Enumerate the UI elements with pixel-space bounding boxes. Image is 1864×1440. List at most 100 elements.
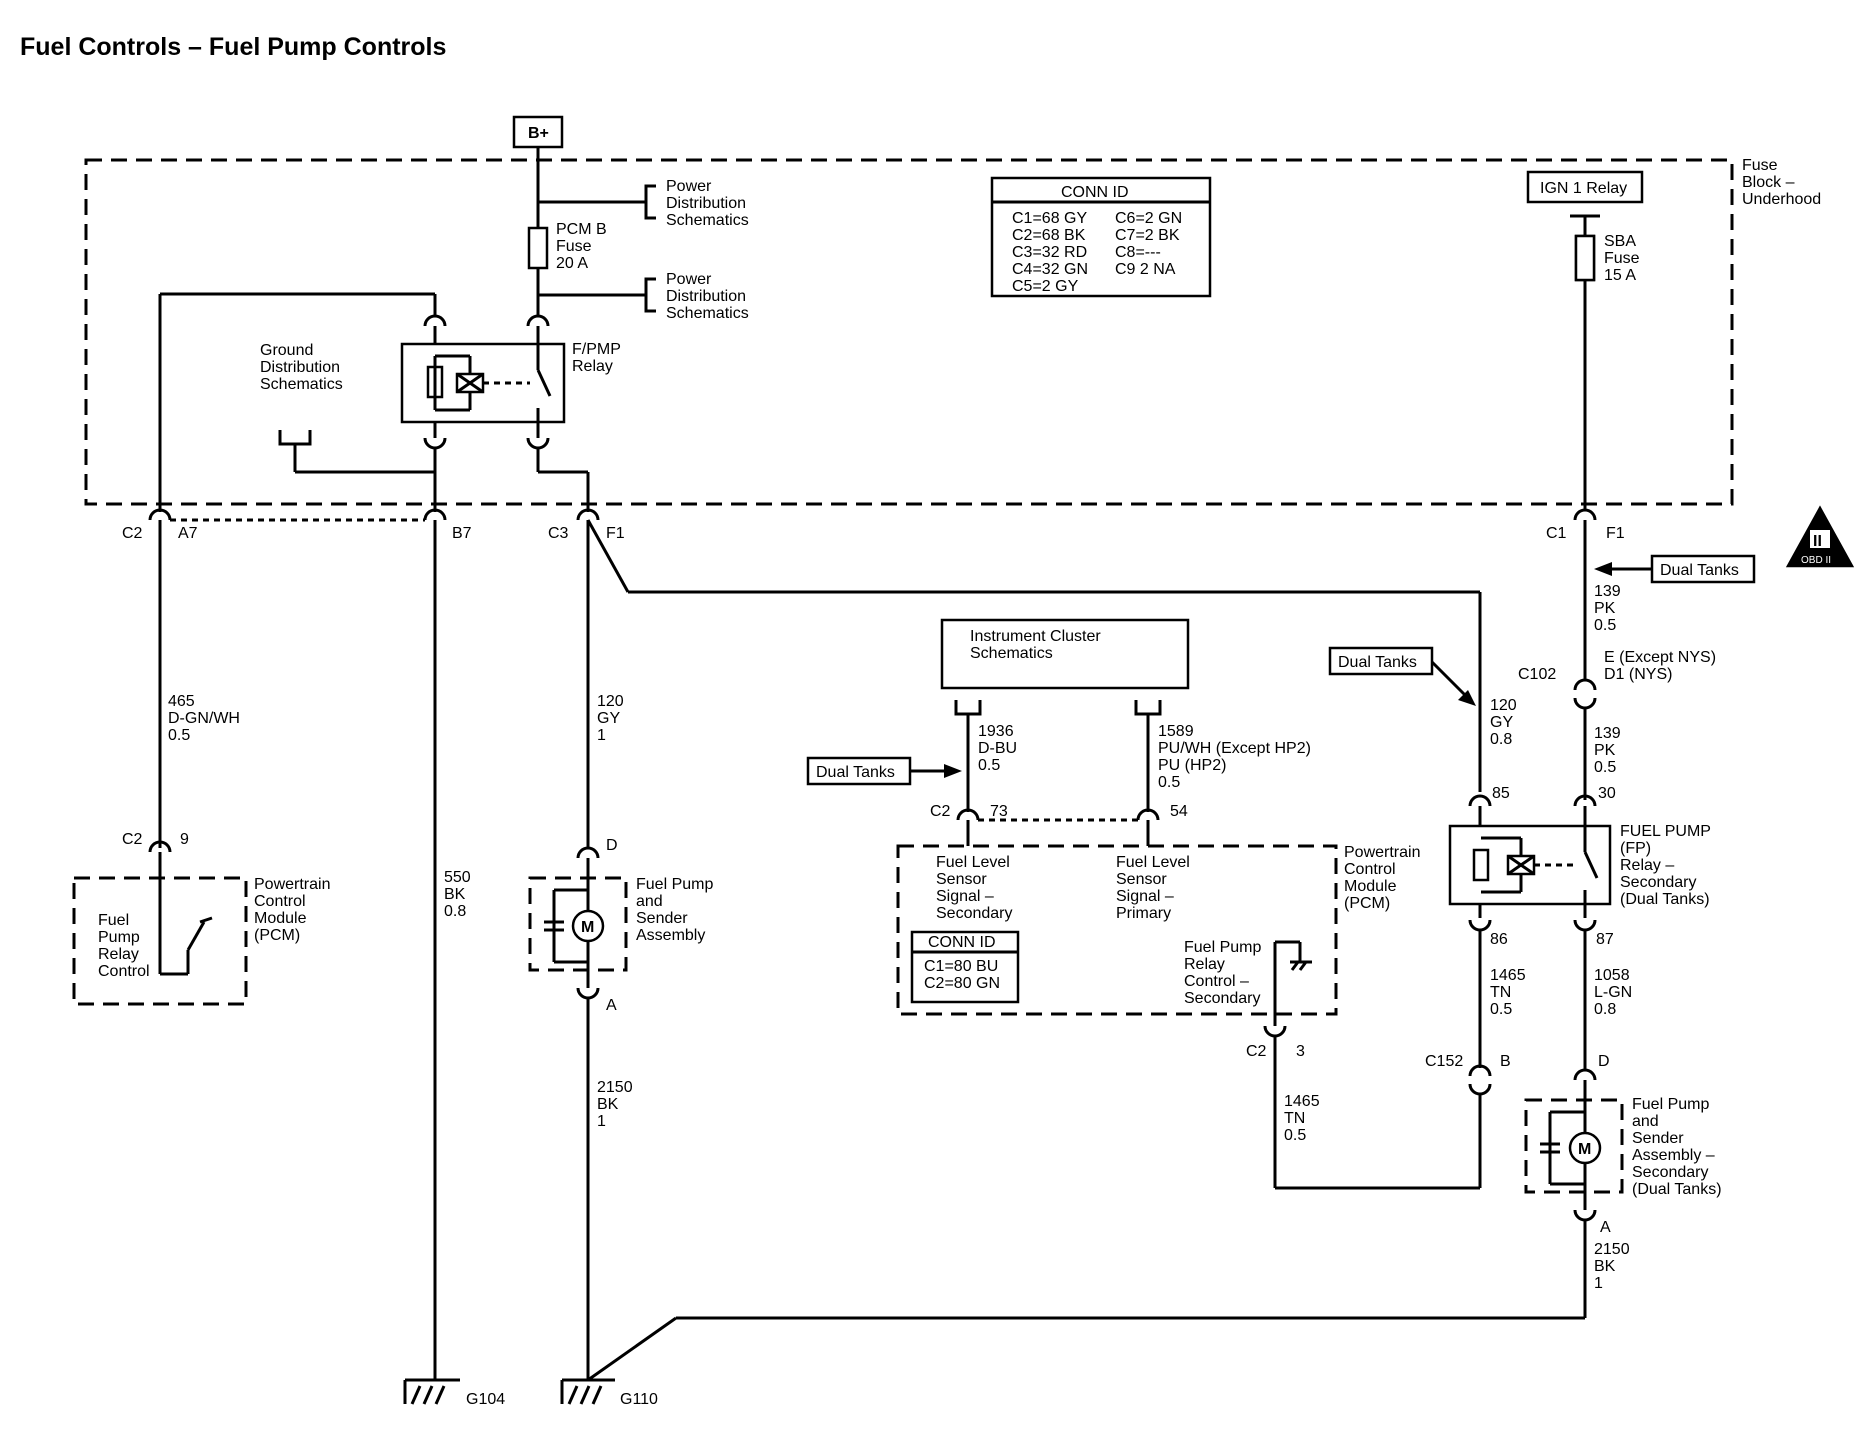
page-title: Fuel Controls – Fuel Pump Controls (20, 33, 446, 61)
power-distribution-ref-1: Power Distribution Schematics (538, 178, 750, 229)
fuel-pump-sender-secondary: M Fuel Pump and Sender Assembly – Second… (1524, 1080, 1722, 1236)
svg-text:1058 L-GN 0.8: 1058 L-GN 0.8 (1594, 967, 1637, 1018)
ground-g104: G104 (403, 1378, 505, 1408)
fuel-pump-sender-left: M Fuel Pump and Sender Assembly A (528, 858, 718, 1014)
circuit-550: B7 550 BK 0.8 (423, 508, 475, 1380)
svg-text:Fuel Pump and Send: Fuel Pump and Sender Assembly (636, 876, 718, 944)
svg-text:Ground Distribution: Ground Distribution Schematics (260, 342, 344, 393)
ground-g110: G110 (560, 1378, 658, 1408)
svg-text:C1=80 BU C2=80 GN: C1=80 BU C2=80 GN (924, 958, 1003, 992)
svg-text:Power Distribution: Power Distribution Schematics (666, 178, 750, 229)
svg-text:OBD II: OBD II (1801, 555, 1831, 566)
svg-text:A: A (606, 997, 617, 1014)
svg-text:C6=2 GN C7=2 BK C8: C6=2 GN C7=2 BK C8=--- C9 2 NA (1115, 210, 1187, 278)
svg-text:M: M (1578, 1141, 1591, 1158)
circuit-1465-a: 1465 TN 0.5 C152 B (1275, 930, 1530, 1190)
svg-text:II: II (1813, 533, 1822, 550)
svg-text:9: 9 (180, 831, 189, 848)
svg-text:Dual Tanks: Dual Tanks (816, 764, 895, 781)
fuse-block-underhood (84, 158, 1734, 506)
conn-id-table: CONN ID C1=68 GY C2=68 BK C3=32 RD C4=32… (990, 176, 1212, 298)
power-distribution-ref-2: Power Distribution Schematics (538, 271, 750, 322)
circuit-120-left: C3 F1 120 GY 1 D (548, 508, 1482, 859)
circuit-1936-label: 1936 D-BU 0.5 (978, 723, 1022, 774)
svg-text:Dual Tanks: Dual Tanks (1660, 562, 1739, 579)
svg-text:465 D-GN/WH 0.5: 465 D-GN/WH 0.5 (168, 693, 244, 744)
svg-text:120 GY 1: 120 GY 1 (597, 693, 628, 744)
svg-text:C102: C102 (1518, 666, 1556, 683)
svg-text:PCM B Fuse 20 A: PCM B Fuse 20 A (556, 221, 611, 272)
svg-text:C2: C2 (122, 831, 143, 848)
svg-text:Power Distribution: Power Distribution Schematics (666, 271, 750, 322)
svg-text:A: A (1600, 1219, 1611, 1236)
svg-text:E (Except NYS) D1 (NYS): E (Except NYS) D1 (NYS) (1604, 649, 1720, 683)
svg-text:C3: C3 (548, 525, 569, 542)
instrument-cluster-ref: Instrument Cluster Schematics (940, 618, 1190, 812)
svg-text:Fuel Pump Relay: Fuel Pump Relay Control (98, 912, 150, 980)
circuit-1589-label: 1589 PU/WH (Except HP2) PU (HP2) 0.5 (1158, 723, 1315, 791)
circuit-2150-left: 2150 BK 1 (586, 998, 637, 1380)
dual-tanks-callout-3: Dual Tanks (806, 756, 962, 786)
pin-87: 87 (1596, 931, 1614, 948)
pcm-left-module: Fuel Pump Relay Control Powertrain Contr… (72, 852, 335, 1006)
svg-text:C1: C1 (1546, 525, 1567, 542)
svg-text:D: D (606, 837, 618, 854)
pcm-right-module: Fuel Level Sensor Signal – Secondary Fue… (896, 820, 1425, 1016)
svg-text:Powertrain Control: Powertrain Control Module (PCM) (1344, 844, 1425, 912)
svg-text:Powertrain Control: Powertrain Control Module (PCM) (254, 876, 335, 944)
svg-text:F/PMP Relay: F/PMP Relay (572, 341, 625, 375)
svg-text:550 BK 0.8: 550 BK 0.8 (444, 869, 475, 920)
pin-86: 86 (1490, 931, 1508, 948)
sba-fuse: SBA Fuse 15 A (1574, 228, 1644, 510)
svg-text:IGN 1 Relay: IGN 1 Relay (1540, 180, 1627, 197)
svg-text:D: D (1598, 1053, 1610, 1070)
obd-ii-badge: II OBD II (1785, 505, 1855, 568)
svg-text:SBA Fuse 15 A: SBA Fuse 15 A (1604, 233, 1644, 284)
svg-text:FUEL PUMP (FP) Rel: FUEL PUMP (FP) Relay – Secondary (Dual T… (1620, 823, 1715, 908)
fuse-block-label: Fuse Block – Underhood (1742, 157, 1821, 208)
svg-text:1465 TN 0.5: 1465 TN 0.5 (1490, 967, 1530, 1018)
pin-85: 85 (1492, 785, 1510, 802)
pin-54: 54 (1170, 803, 1188, 820)
circuit-2150-right: 2150 BK 1 (587, 1220, 1634, 1382)
circuit-1058: 1058 L-GN 0.8 D (1573, 930, 1637, 1081)
svg-text:Fuel Level Sensor: Fuel Level Sensor Signal – Primary (1116, 854, 1194, 922)
pcm-b-fuse: PCM B Fuse 20 A (527, 147, 611, 316)
ign-1-relay: IGN 1 Relay (1526, 170, 1644, 228)
svg-text:G110: G110 (620, 1391, 658, 1408)
svg-text:F1: F1 (606, 525, 625, 542)
svg-text:139 PK 0.5: 139 PK 0.5 (1594, 725, 1625, 776)
svg-text:C1=68 GY C2=68 BK: C1=68 GY C2=68 BK C3=32 RD C4=32 GN C5=2… (1012, 210, 1093, 295)
battery-positive-label: B+ (528, 125, 549, 142)
svg-text:Fuel Pump Relay Co: Fuel Pump Relay Control – Secondary (1184, 939, 1266, 1007)
svg-text:3: 3 (1296, 1043, 1305, 1060)
svg-text:1465 TN 0.5: 1465 TN 0.5 (1284, 1093, 1324, 1144)
ground-distribution-ref: Ground Distribution Schematics (260, 342, 435, 474)
connector-c2-73: C2 (930, 803, 951, 820)
svg-text:Fuel Pump and Send: Fuel Pump and Sender Assembly – Secondar… (1632, 1096, 1722, 1198)
svg-text:B: B (1500, 1053, 1511, 1070)
svg-text:Instrument Cluster Schem: Instrument Cluster Schematics (970, 628, 1105, 662)
circuit-1465-b: C2 3 1465 TN 0.5 (1246, 1014, 1324, 1188)
svg-text:30: 30 (1598, 785, 1616, 802)
circuit-139: C1 F1 139 PK 0.5 C102 E (Except NYS) D1 … (1518, 508, 1720, 802)
fpmp-relay: F/PMP Relay (400, 341, 625, 424)
svg-text:F1: F1 (1606, 525, 1625, 542)
svg-text:C2: C2 (1246, 1043, 1267, 1060)
svg-text:2150 BK 1: 2150 BK 1 (1594, 1241, 1634, 1292)
svg-text:CONN ID: CONN ID (928, 934, 996, 951)
svg-text:B7: B7 (452, 525, 472, 542)
svg-text:CONN ID: CONN ID (1061, 184, 1129, 201)
dual-tanks-callout-2: Dual Tanks (1328, 646, 1476, 706)
svg-text:M: M (581, 919, 594, 936)
svg-text:2150 BK 1: 2150 BK 1 (597, 1079, 637, 1130)
pin-73: 73 (990, 803, 1008, 820)
svg-text:C2: C2 (122, 525, 143, 542)
svg-text:Dual Tanks: Dual Tanks (1338, 654, 1417, 671)
fp-relay-secondary: FUEL PUMP (FP) Relay – Secondary (Dual T… (1448, 806, 1715, 918)
dual-tanks-callout-1: Dual Tanks (1594, 554, 1756, 584)
circuit-120-right-label: 120 GY 0.8 (1490, 697, 1521, 748)
svg-text:A7: A7 (178, 525, 198, 542)
